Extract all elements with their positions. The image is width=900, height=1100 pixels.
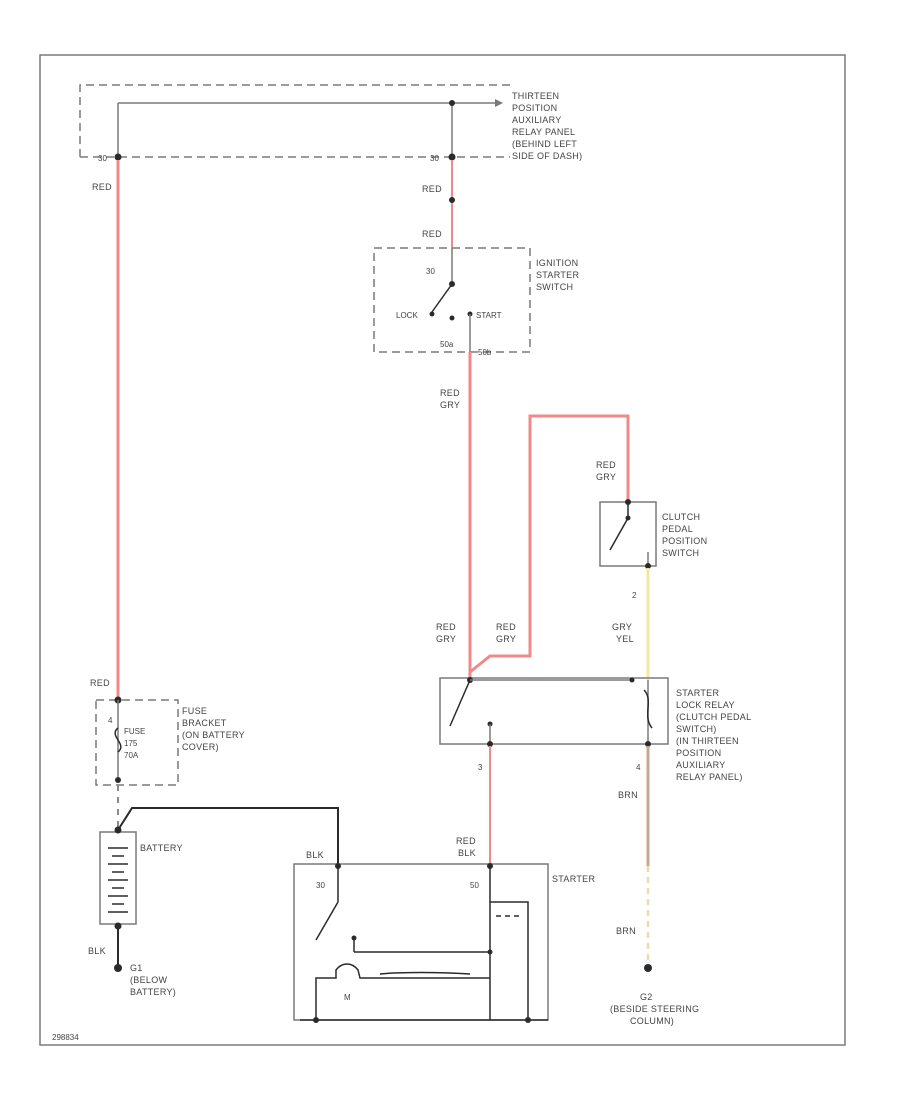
ground-g2-label-1: G2 (640, 992, 653, 1002)
starter-pin-30: 30 (316, 881, 325, 890)
wire-label-red-blk-1: RED (456, 836, 476, 846)
ignition-start-label: START (476, 311, 502, 320)
wire-label-gry-yel-1: GRY (612, 622, 632, 632)
ignition-starter-switch: 30 LOCK START 50a 50b IGNITION STARTER S… (373, 247, 579, 357)
fuse-bracket: 4 FUSE 175 70A FUSE BRACKET (ON BATTERY … (95, 696, 245, 786)
wire-label-brn-bottom: BRN (616, 926, 636, 936)
relay-label-2: LOCK RELAY (676, 700, 735, 710)
wire-label-red-gry-clutch-2: GRY (596, 472, 616, 482)
clutch-pin: 2 (632, 591, 637, 600)
ignition-pin-30: 30 (426, 267, 435, 276)
relay-panel-label-4: RELAY PANEL (512, 127, 575, 137)
clutch-label-1: CLUTCH (662, 512, 700, 522)
relay-panel-label-1: THIRTEEN (512, 91, 559, 101)
fuse-label-3: 70A (124, 751, 139, 760)
wire-label-red-gry-relay-b-2: GRY (496, 634, 516, 644)
relay-label-7: AUXILIARY (676, 760, 726, 770)
wire-label-brn-top: BRN (618, 790, 638, 800)
relay-panel-label-6: SIDE OF DASH) (512, 151, 582, 161)
diagram-frame (39, 54, 846, 1046)
fuse-bracket-label-2: BRACKET (182, 718, 227, 728)
starter-label: STARTER (552, 874, 595, 884)
relay-label-8: RELAY PANEL) (676, 772, 743, 782)
ignition-pin-50a: 50a (440, 340, 454, 349)
battery-label: BATTERY (140, 843, 183, 853)
fuse-icon (114, 727, 122, 753)
clutch-label-4: SWITCH (662, 548, 699, 558)
wire-label-red-gry-relay-a-2: GRY (436, 634, 456, 644)
wire-label-red-panel-1: RED (422, 184, 442, 194)
fuse-label-2: 175 (124, 739, 138, 748)
ignition-lock-label: LOCK (396, 311, 418, 320)
fuse-pin: 4 (108, 716, 113, 725)
diagram-code: 298834 (52, 1033, 79, 1042)
wire-label-red-gry-relay-b-1: RED (496, 622, 516, 632)
starter: 30 50 M STARTER (293, 863, 595, 1023)
battery: BATTERY (99, 826, 183, 930)
wire-label-red-gry-ign-1: RED (440, 388, 460, 398)
fuse-label-1: FUSE (124, 727, 145, 736)
relay-panel-pin-right: 30 (430, 154, 439, 163)
fuse-bracket-label-4: COVER) (182, 742, 219, 752)
wire-label-red-gry-clutch-1: RED (596, 460, 616, 470)
relay-pin-4: 4 (636, 763, 641, 772)
relay-label-3: (CLUTCH PEDAL (676, 712, 751, 722)
relay-coil-icon (643, 689, 653, 729)
fuse-bracket-label-3: (ON BATTERY (182, 730, 245, 740)
wire-label-red-left-bottom: RED (90, 678, 110, 688)
wire-label-blk-starter: BLK (306, 850, 324, 860)
wire-label-red-blk-2: BLK (458, 848, 476, 858)
ground-g1-label-2: (BELOW (130, 975, 168, 985)
clutch-label-3: POSITION (662, 536, 707, 546)
blk-wire-battery-starter (117, 807, 339, 866)
ground-g1-label-3: BATTERY) (130, 987, 176, 997)
wire-label-red-panel-2: RED (422, 229, 442, 239)
relay-panel: 30 30 THIRTEEN POSITION AUXILIARY RELAY … (79, 84, 582, 163)
ignition-pin-50b: 50b (478, 348, 492, 357)
starter-motor-label: M (344, 993, 351, 1002)
wire-label-blk-ground: BLK (88, 946, 106, 956)
ground-g2-label-2: (BESIDE STEERING (610, 1004, 699, 1014)
wire-label-red-gry-relay-a-1: RED (436, 622, 456, 632)
relay-label-4: SWITCH) (676, 724, 717, 734)
ignition-label-3: SWITCH (536, 282, 573, 292)
relay-label-1: STARTER (676, 688, 719, 698)
relay-label-6: POSITION (676, 748, 721, 758)
relay-panel-label-5: (BEHIND LEFT (512, 139, 577, 149)
relay-panel-label-3: AUXILIARY (512, 115, 562, 125)
relay-panel-label-2: POSITION (512, 103, 557, 113)
ignition-label-2: STARTER (536, 270, 579, 280)
clutch-label-2: PEDAL (662, 524, 693, 534)
wire-label-red-gry-ign-2: GRY (440, 400, 460, 410)
red-gry-wire-relay-clutch (469, 414, 630, 674)
ground-g1-label-1: G1 (130, 963, 143, 973)
relay-label-5: (IN THIRTEEN (676, 736, 739, 746)
wire-label-red-left-top: RED (92, 182, 112, 192)
ground-g2-label-3: COLUMN) (630, 1016, 674, 1026)
relay-panel-pin-left: 30 (98, 154, 107, 163)
fuse-bracket-label-1: FUSE (182, 706, 207, 716)
starter-pin-50: 50 (470, 881, 479, 890)
starter-lock-relay: 3 4 STARTER LOCK RELAY (CLUTCH PEDAL SWI… (439, 677, 751, 782)
relay-pin-3: 3 (478, 763, 483, 772)
clutch-pedal-switch: 2 CLUTCH PEDAL POSITION SWITCH (599, 499, 707, 600)
ignition-label-1: IGNITION (536, 258, 578, 268)
starter-field-icon (379, 971, 471, 975)
wire-label-gry-yel-2: YEL (616, 634, 634, 644)
